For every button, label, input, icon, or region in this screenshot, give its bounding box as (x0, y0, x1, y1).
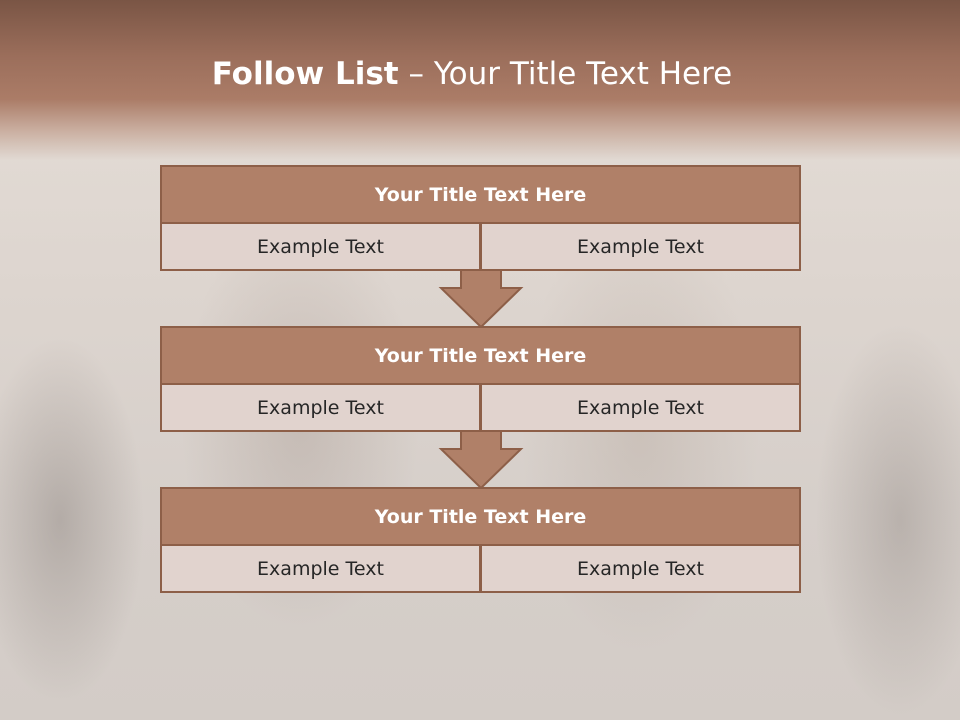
title-band (0, 0, 960, 160)
step-text-left: Example Text (160, 222, 481, 271)
down-arrow-icon (438, 430, 524, 490)
step-block-3: Your Title Text Here Example Text Exampl… (160, 487, 801, 593)
slide-title-bold: Follow List (211, 56, 399, 92)
step-text-right: Example Text (480, 383, 801, 432)
step-text-right: Example Text (480, 544, 801, 593)
step-text-left: Example Text (160, 544, 481, 593)
down-arrow-icon (438, 269, 524, 329)
step-title: Your Title Text Here (160, 165, 801, 224)
step-text-right: Example Text (480, 222, 801, 271)
step-block-2: Your Title Text Here Example Text Exampl… (160, 326, 801, 432)
slide-title-rest: – Your Title Text Here (398, 56, 733, 92)
slide-title: Follow List – Your Title Text Here (0, 52, 944, 96)
step-text-left: Example Text (160, 383, 481, 432)
step-title: Your Title Text Here (160, 326, 801, 385)
step-block-1: Your Title Text Here Example Text Exampl… (160, 165, 801, 271)
step-title: Your Title Text Here (160, 487, 801, 546)
